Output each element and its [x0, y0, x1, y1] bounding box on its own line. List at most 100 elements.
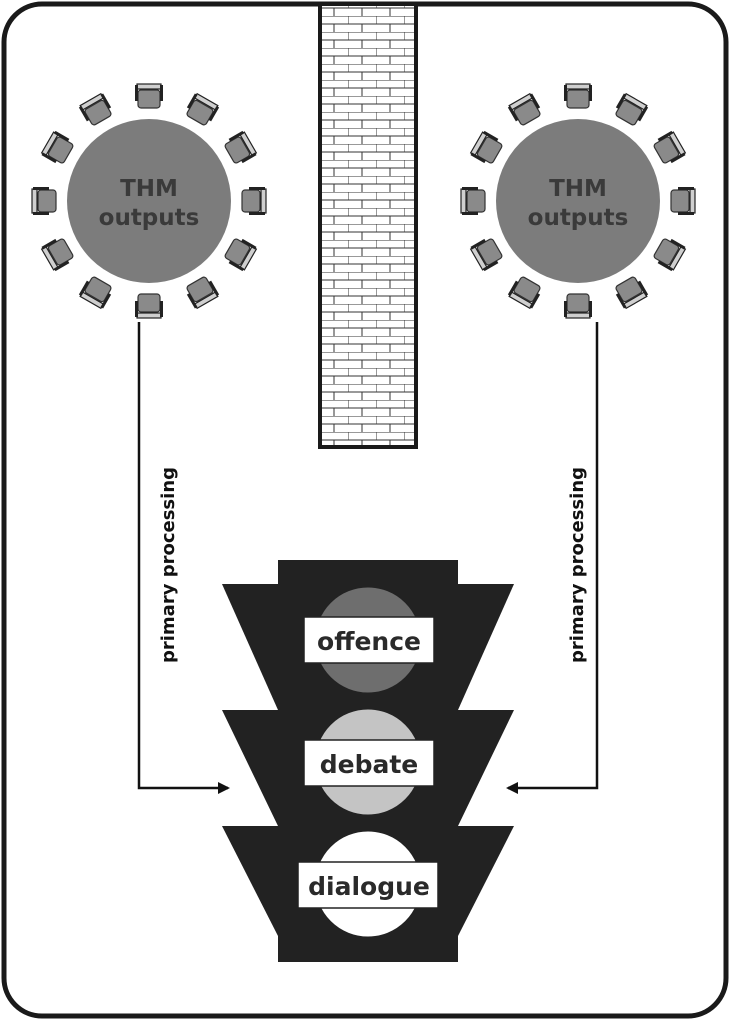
chair-arm	[241, 238, 257, 250]
chair-arm	[41, 152, 57, 164]
chair-back	[136, 312, 162, 319]
chair-arm	[589, 301, 592, 317]
chair-arm	[670, 238, 686, 250]
chair-icon	[241, 187, 267, 215]
chair-icon	[653, 130, 687, 164]
round-table-left: THM outputs	[31, 83, 267, 319]
traffic-light-bottom-cap	[278, 934, 458, 962]
chair-arm	[507, 106, 519, 122]
chair-arm	[33, 212, 49, 215]
chair-arm	[657, 130, 673, 142]
table-left-label-line2: outputs	[99, 205, 200, 231]
chair-seat	[84, 276, 112, 303]
chair-back	[460, 188, 467, 214]
label-plate-debate	[303, 739, 435, 787]
chair-icon	[469, 238, 503, 272]
chair-arm	[54, 130, 70, 142]
chair-seat	[84, 99, 112, 126]
chair-icon	[507, 92, 541, 126]
chair-arm	[186, 293, 198, 309]
chair-arm	[589, 85, 592, 101]
label-plate-dialogue	[297, 861, 439, 909]
label-offence: offence	[317, 627, 421, 656]
traffic-light-top-cap	[278, 560, 458, 586]
chair-icon	[615, 92, 649, 126]
chair-arm	[135, 301, 138, 317]
chair-arm	[208, 106, 220, 122]
chair-icon	[135, 293, 163, 319]
chair-arm	[470, 152, 486, 164]
chair-arm	[135, 85, 138, 101]
chair-icon	[40, 130, 74, 164]
label-dialogue: dialogue	[308, 872, 430, 901]
chair-seat	[224, 136, 251, 164]
connector-right: primary processing	[506, 322, 599, 794]
table-left-label-line1: THM	[120, 176, 178, 202]
processing-label-right: primary processing	[567, 467, 588, 663]
chair-icon	[670, 187, 696, 215]
chair-seat	[137, 89, 161, 109]
chair-seat	[476, 136, 503, 164]
chair-icon	[469, 130, 503, 164]
chair-arm	[670, 152, 686, 164]
chairs-right	[460, 83, 696, 319]
chair-seat	[653, 136, 680, 164]
chair-arm	[41, 238, 57, 250]
chair-seat	[670, 189, 690, 213]
chair-icon	[31, 187, 57, 215]
chair-arm	[483, 130, 499, 142]
chair-arm	[228, 130, 244, 142]
chair-icon	[186, 92, 220, 126]
chair-seat	[37, 189, 57, 213]
chair-seat	[466, 189, 486, 213]
chair-back	[136, 83, 162, 90]
chair-arm	[483, 260, 499, 272]
chair-icon	[40, 238, 74, 272]
chair-seat	[241, 189, 261, 213]
connector-left-line	[137, 322, 230, 794]
chair-icon	[653, 238, 687, 272]
chair-icon	[135, 83, 163, 109]
chair-seat	[47, 238, 74, 266]
round-table-right: THM outputs	[460, 83, 696, 319]
chair-back	[31, 188, 38, 214]
chair-arm	[637, 106, 649, 122]
chair-arm	[462, 187, 478, 190]
chair-icon	[507, 276, 541, 310]
processing-label-left: primary processing	[158, 467, 179, 663]
chair-arm	[78, 280, 90, 296]
chair-arm	[160, 85, 163, 101]
chair-arm	[678, 212, 694, 215]
chair-arm	[615, 293, 627, 309]
chair-arm	[241, 152, 257, 164]
chair-seat	[476, 238, 503, 266]
chair-arm	[637, 280, 649, 296]
chair-seat	[653, 238, 680, 266]
brick-wall	[318, 2, 418, 449]
chair-arm	[657, 260, 673, 272]
chair-arm	[228, 260, 244, 272]
chair-arm	[507, 280, 519, 296]
chair-arm	[249, 212, 265, 215]
chair-arm	[462, 212, 478, 215]
chair-back	[565, 83, 591, 90]
table-right-label-line2: outputs	[528, 205, 629, 231]
chairs-left	[31, 83, 267, 319]
chair-arm	[100, 93, 112, 109]
chair-icon	[460, 187, 486, 215]
label-plate-offence	[303, 616, 435, 664]
chair-seat	[186, 276, 214, 303]
chair-arm	[470, 238, 486, 250]
chair-arm	[615, 93, 627, 109]
connector-left: primary processing	[137, 322, 230, 794]
chair-icon	[564, 293, 592, 319]
chair-seat	[47, 136, 74, 164]
label-debate: debate	[320, 750, 419, 779]
chair-seat	[224, 238, 251, 266]
chair-seat	[566, 293, 590, 313]
chair-icon	[615, 276, 649, 310]
chair-icon	[224, 238, 258, 272]
chair-arm	[564, 85, 567, 101]
chair-seat	[186, 99, 214, 126]
chair-seat	[566, 89, 590, 109]
